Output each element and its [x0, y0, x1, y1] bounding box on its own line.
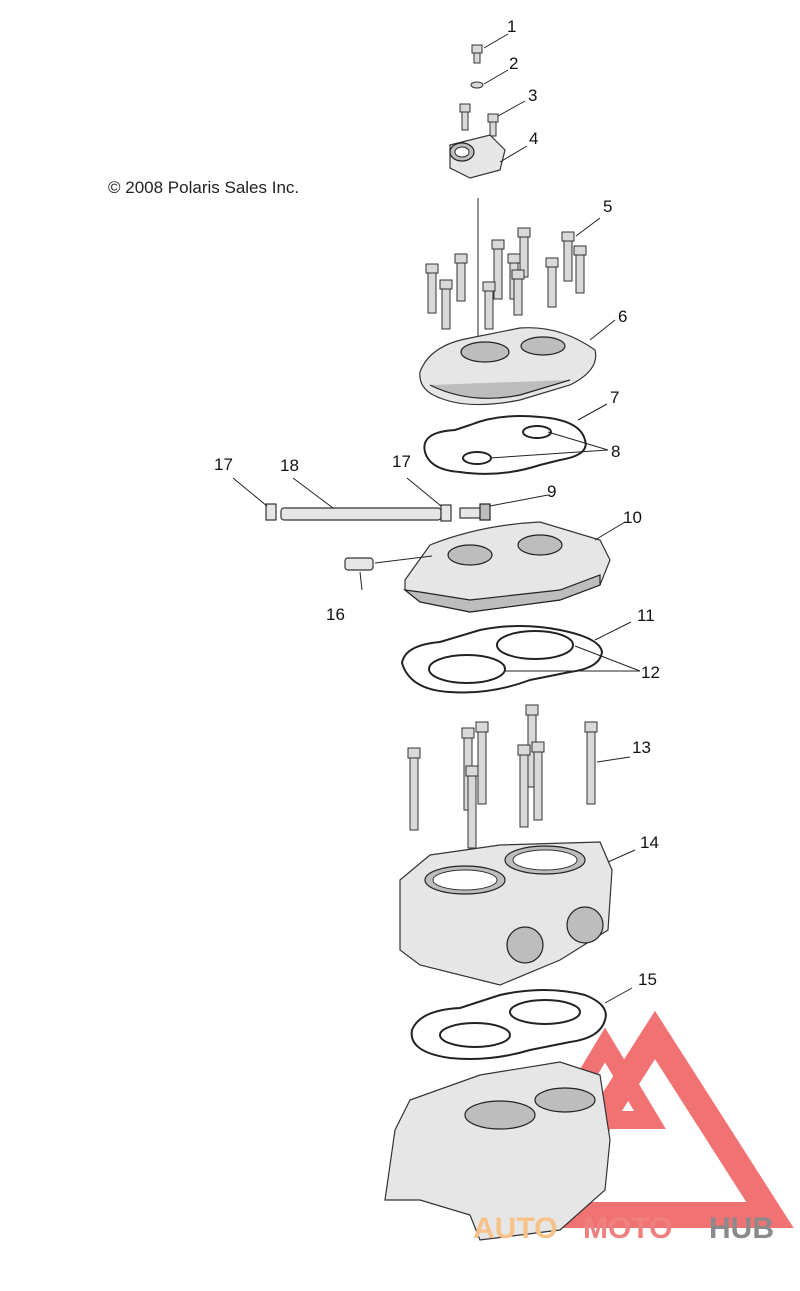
part-13-cylinder-bolts: [407, 704, 598, 849]
part-7-cover-gasket: [423, 415, 587, 475]
watermark-auto: AUTO: [473, 1212, 557, 1245]
callout-13: 13: [632, 738, 651, 757]
part-11-head-gasket: [400, 625, 604, 694]
watermark-text: AUTO MOTO HUB: [473, 1212, 774, 1245]
callout-2: 2: [509, 54, 518, 73]
part-14-cylinder: [399, 841, 613, 986]
part-12-cylinder-rings: [428, 630, 574, 684]
callout-15: 15: [638, 970, 657, 989]
part-18-hose: [280, 507, 442, 521]
watermark-moto: MOTO: [583, 1212, 672, 1245]
part-4-outlet-housing: [449, 134, 506, 179]
callout-5: 5: [603, 197, 612, 216]
callout-1: 1: [507, 17, 516, 36]
callout-16: 16: [326, 605, 345, 624]
callout-3: 3: [528, 86, 537, 105]
part-6-head-cover: [419, 327, 597, 406]
crankcase: [384, 1061, 611, 1241]
callout-17-right: 17: [392, 452, 411, 471]
callout-14: 14: [640, 833, 659, 852]
callout-11: 11: [637, 606, 655, 625]
part-15-base-gasket: [410, 989, 607, 1060]
part-17-clamp-right: [440, 504, 452, 522]
callout-4: 4: [529, 129, 538, 148]
leader-lines: [232, 33, 641, 1004]
part-2-washer: [470, 81, 484, 89]
part-17-clamp-left: [265, 503, 277, 521]
part-8-o-rings: [462, 425, 552, 465]
part-1-bolt: [471, 44, 483, 64]
part-9-fitting: [459, 503, 491, 521]
part-10-cylinder-head: [402, 521, 611, 613]
callout-12: 12: [641, 663, 660, 682]
callout-8: 8: [611, 442, 620, 461]
callout-17-left: 17: [214, 455, 233, 474]
part-3-bolts: [459, 103, 499, 137]
callout-10: 10: [623, 508, 642, 527]
callout-7: 7: [610, 388, 619, 407]
copyright-notice: © 2008 Polaris Sales Inc.: [108, 178, 300, 197]
part-5-head-bolts: [425, 227, 587, 330]
callout-6: 6: [618, 307, 627, 326]
part-16-fitting: [344, 557, 374, 571]
watermark-hub: HUB: [709, 1212, 774, 1245]
callout-9: 9: [547, 482, 556, 501]
callout-18: 18: [280, 456, 299, 475]
